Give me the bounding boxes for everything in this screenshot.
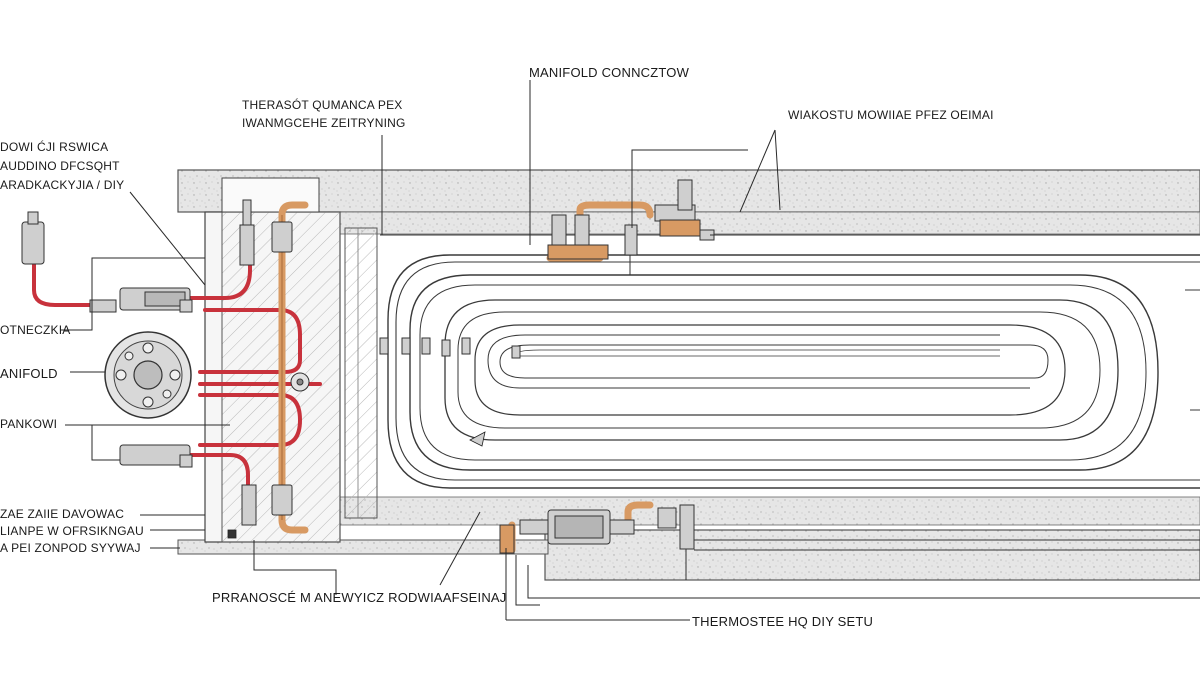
top-manifold: [547, 179, 715, 260]
label-left-top-3: ARADKACKYJIA / DIY: [0, 178, 125, 192]
loop-valves: [379, 337, 521, 359]
slab-left-foot: [177, 539, 549, 555]
label-left-manifold: ANIFOLD: [0, 366, 58, 381]
manifold-disc: [104, 331, 192, 419]
label-left-bottom-2: LIANPE W OFRSIKNGAU: [0, 524, 144, 538]
bottom-pump: [499, 504, 695, 554]
sensors: [227, 431, 486, 539]
insulation-strip: [344, 227, 378, 519]
slab-bottom: [329, 496, 1200, 526]
label-left-pankowi: PANKOWI: [0, 417, 58, 431]
label-bottom-right: THERMOSTEE HQ DIY SETU: [692, 614, 874, 629]
label-thermostat-pex-2: IWANMGCEHE ZEITRYNING: [242, 116, 406, 130]
slab-bottom-base: [544, 529, 1200, 581]
heating-loops: [380, 234, 1200, 489]
label-left-bottom-1: ZAE ZAIIE DAVOWAC: [0, 507, 125, 521]
pipe-fittings: [21, 199, 310, 526]
slab-top-inner: [329, 211, 1200, 235]
red-pipes: [32, 253, 322, 492]
label-left-otneczkia: OTNECZKIA: [0, 323, 71, 337]
label-thermostat-pex-1: THERASÓT QUMANCA PEX: [242, 98, 403, 112]
label-left-top-1: DOWI ĆJI RSWICA: [0, 140, 109, 154]
label-bottom-center: PRRANOSCÉ M ANEWYICZ RODWIAAFSEINAJ: [212, 590, 507, 605]
label-left-bottom-3: A PEI ZONPOD SYYWAJ: [0, 541, 141, 555]
label-left-top-2: AUDDINO DFCSQHT: [0, 159, 120, 173]
label-wiakostu: WIAKOSTU MOWIIAE PFEZ OEIMAI: [788, 108, 994, 122]
leader-lines: [60, 80, 1200, 621]
label-manifold-connectors: MANIFOLD CONNCZTOW: [529, 65, 690, 80]
